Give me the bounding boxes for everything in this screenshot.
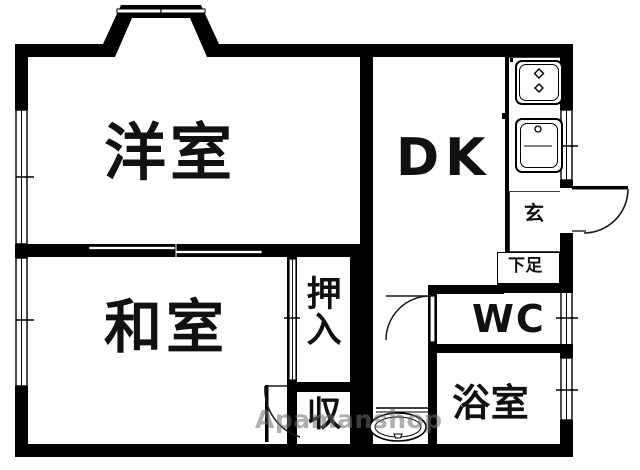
wall-right-bottom-stub — [560, 420, 573, 457]
wall-mid-horizontal-right — [266, 244, 373, 257]
genkan-area — [509, 192, 560, 252]
wall-bottom — [15, 444, 573, 457]
wall-mid-horizontal-left — [15, 244, 85, 257]
wall-top-right — [219, 44, 573, 57]
wall-wc-bottom — [428, 344, 573, 353]
watermark-apamanshop: Apamanshop — [255, 405, 443, 434]
wall-right-entry-node — [560, 180, 573, 188]
room-label-genkan: 玄 — [524, 201, 545, 225]
wall-gesoku-bottom — [497, 284, 573, 293]
wall-left-bottom-stub — [15, 386, 28, 457]
wall-right-top — [560, 44, 573, 110]
room-label-yokushitsu: 浴室 — [452, 381, 530, 425]
room-label-dk: DK — [396, 128, 492, 188]
room-label-shuunou: 収 — [306, 395, 342, 435]
room-label-yoshitsu: 洋室 — [104, 116, 237, 189]
room-label-wc: WC — [472, 297, 546, 341]
room-label-washitsu: 和室 — [104, 293, 229, 361]
room-label-oshiire: 押入 — [306, 275, 342, 351]
wall-top-left — [15, 44, 103, 57]
wall-kitchen-counter-left — [505, 57, 509, 252]
wall-right-entry-lower — [560, 233, 573, 292]
gesoku-box — [497, 252, 560, 284]
wall-closet-right — [350, 257, 360, 444]
stove-inner — [519, 64, 559, 101]
wall-closet-divider — [287, 382, 360, 392]
wall-bath-left — [428, 353, 437, 444]
kitchen-switch-icon — [502, 113, 507, 119]
room-label-gesoku: 下足 — [508, 256, 543, 276]
wall-wc-top — [428, 285, 504, 294]
wall-left-top-stub — [15, 44, 28, 110]
